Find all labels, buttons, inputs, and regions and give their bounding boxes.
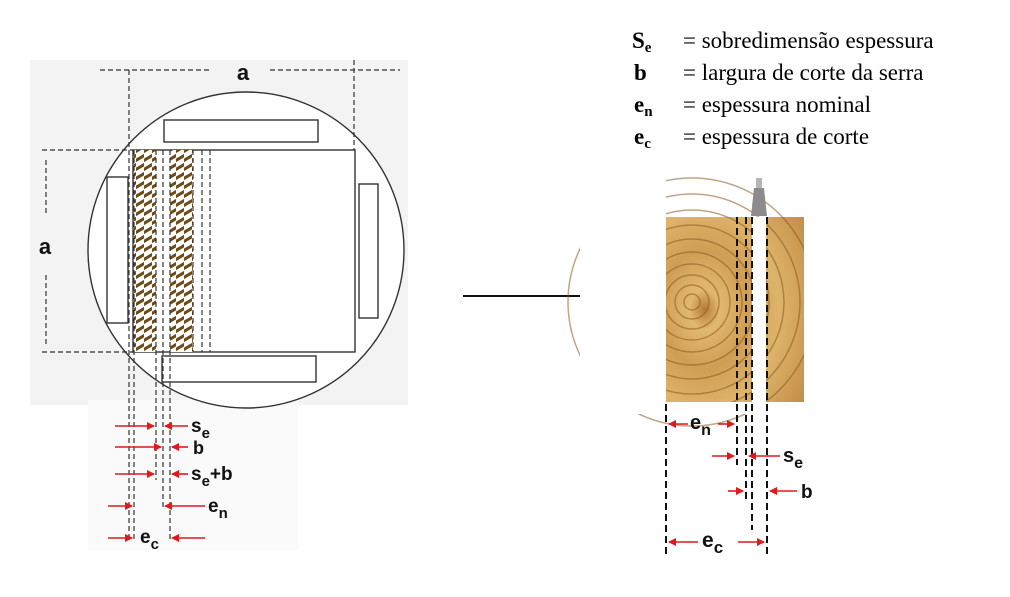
log-cross-section-diagram: a a se b se+b en ec — [30, 60, 408, 553]
left-label-en: en — [208, 496, 228, 522]
legend: Se = sobredimensão espessura b = largura… — [632, 28, 934, 152]
svg-text:ec: ec — [634, 124, 651, 152]
left-arrow-group — [108, 422, 205, 542]
board-top — [163, 119, 319, 143]
left-label-ec: ec — [140, 527, 159, 553]
mask-left — [580, 150, 666, 410]
dimension-lines — [42, 69, 400, 353]
label-background — [88, 400, 298, 550]
svg-text:b: b — [634, 60, 647, 85]
mask-right — [804, 150, 864, 410]
board-left — [106, 176, 129, 324]
left-label-se: se — [191, 416, 210, 442]
legend-text-ec: = espessura de corte — [683, 124, 869, 149]
saw-blade — [751, 188, 767, 216]
dimension-a-left-label: a — [39, 234, 52, 259]
legend-text-se: = sobredimensão espessura — [683, 28, 934, 53]
legend-text-en: = espessura nominal — [683, 92, 871, 117]
hatched-strip-1 — [134, 150, 156, 352]
legend-text-b: = largura de corte da serra — [683, 60, 924, 85]
board-cut-diagram: en se b ec — [567, 150, 864, 557]
left-label-se-plus-b: se+b — [191, 464, 233, 490]
board-bottom — [161, 355, 317, 383]
legend-item-b: b = largura de corte da serra — [634, 60, 924, 85]
mask-bottom — [580, 402, 864, 414]
right-label-ec: ec — [702, 529, 723, 557]
legend-item-ec: ec = espessura de corte — [634, 124, 869, 152]
board-dashed-lines — [665, 217, 768, 555]
svg-text:Se: Se — [632, 28, 652, 56]
legend-item-se: Se = sobredimensão espessura — [632, 28, 934, 56]
board-right — [358, 183, 379, 319]
saw-blade-top — [756, 178, 762, 188]
left-label-b: b — [193, 438, 204, 458]
right-label-b: b — [801, 482, 813, 503]
right-label-se: se — [783, 445, 803, 472]
saw-kerf — [752, 217, 766, 402]
hatched-strip-2 — [170, 150, 193, 352]
dimension-a-top-label: a — [237, 60, 250, 85]
vertical-dashed-lines — [128, 60, 355, 540]
right-arrow-group — [668, 420, 797, 546]
legend-item-en: en = espessura nominal — [634, 92, 871, 120]
right-label-en: en — [690, 412, 711, 439]
center-square — [132, 149, 356, 353]
svg-text:en: en — [634, 92, 653, 120]
